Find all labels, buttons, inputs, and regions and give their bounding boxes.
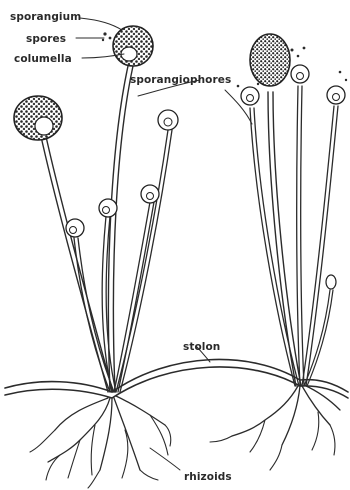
sporangium-right-small-1 bbox=[241, 87, 259, 105]
sporangium-small-4 bbox=[66, 219, 84, 237]
label-columella: columella bbox=[14, 53, 72, 65]
sporangium-large-left bbox=[14, 96, 62, 140]
sporangium-right-small-2 bbox=[291, 65, 309, 83]
label-rhizoids: rhizoids bbox=[184, 471, 232, 483]
sporangium-small-3 bbox=[99, 199, 117, 217]
label-sporangiophores: sporangiophores bbox=[130, 74, 231, 86]
label-sporangium: sporangium bbox=[10, 11, 81, 23]
sporangium-small-2 bbox=[141, 185, 159, 203]
rhizoids-right bbox=[210, 385, 340, 470]
sporangium-large-right bbox=[250, 34, 290, 86]
sporangium-top bbox=[113, 26, 153, 66]
label-stolon: stolon bbox=[183, 341, 220, 353]
sporangiophores-right bbox=[250, 86, 338, 386]
sporangium-right-small-4 bbox=[326, 275, 336, 289]
rhizoids-left bbox=[30, 396, 171, 488]
sporangium-right-small-3 bbox=[327, 86, 345, 104]
label-spores: spores bbox=[26, 33, 66, 45]
sporangium-small-1 bbox=[158, 110, 178, 130]
